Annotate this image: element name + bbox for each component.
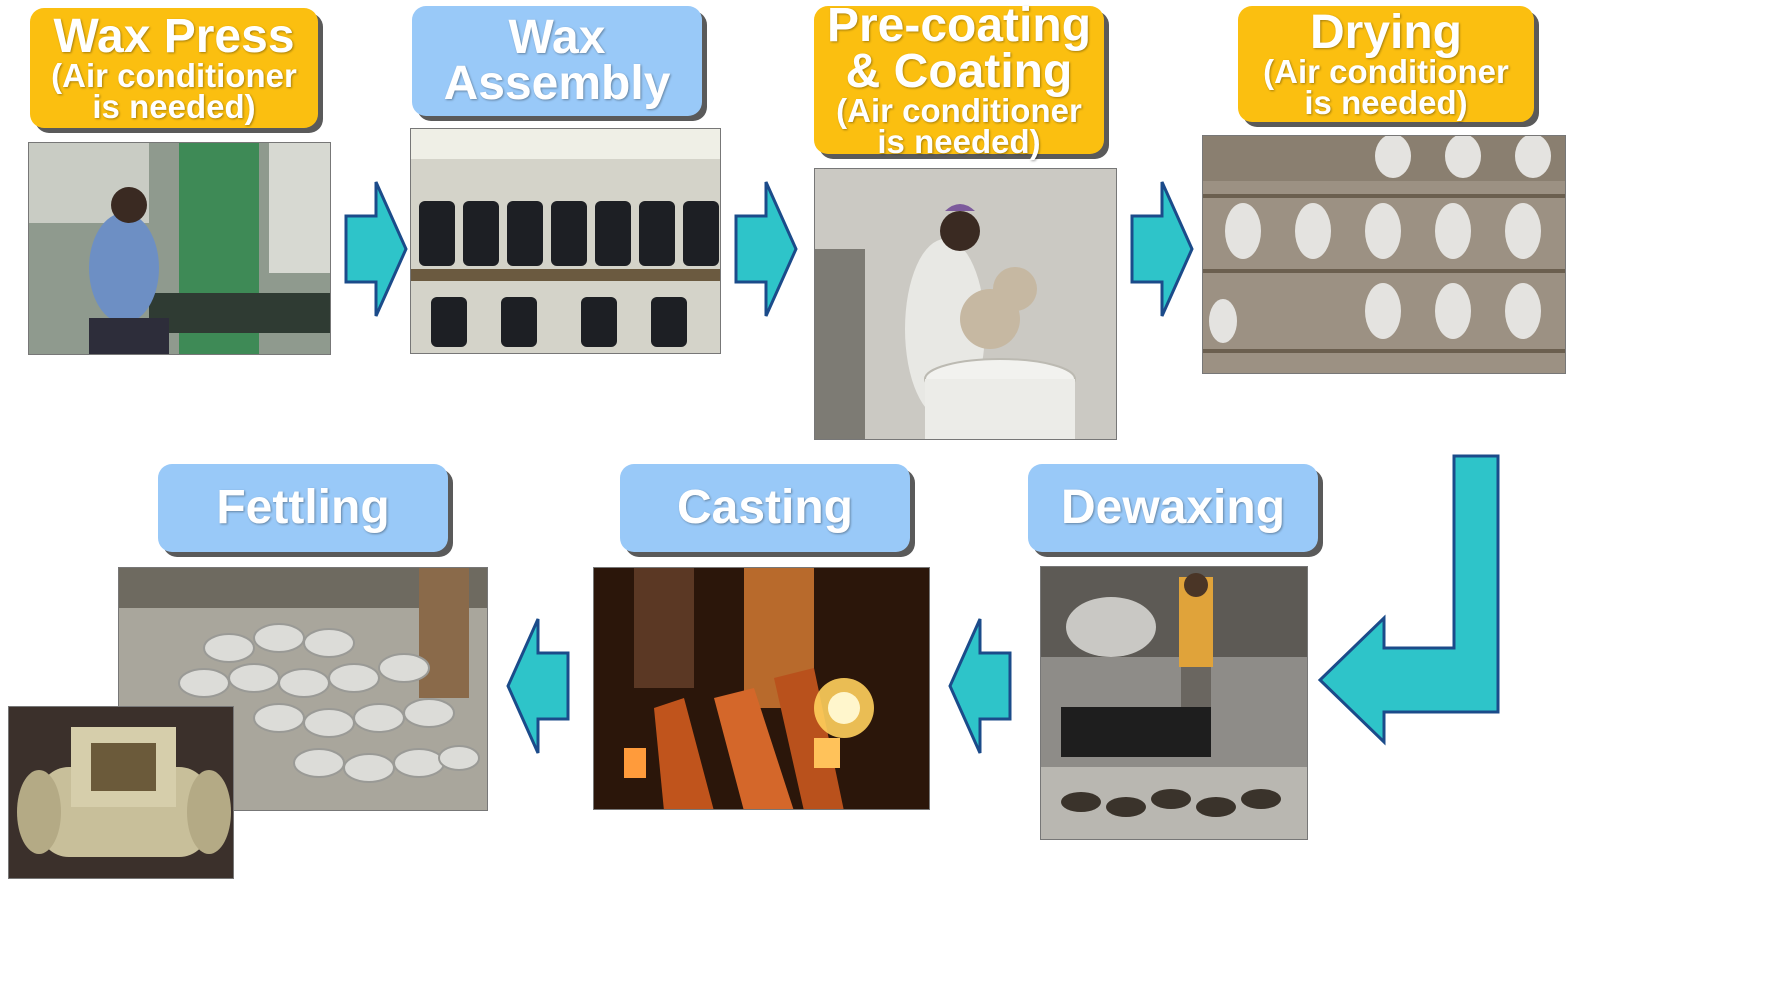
wax-press-photo [28, 142, 331, 355]
step-title: & Coating [845, 45, 1073, 98]
arrow-down-left-icon [1317, 454, 1500, 746]
step-label-precoating: Pre-coating & Coating (Air conditioner i… [814, 0, 1104, 160]
step-title: Casting [676, 481, 853, 534]
arrow-right-icon [1130, 181, 1194, 317]
step-label-fettling: Fettling [158, 464, 448, 552]
step-label-casting: Casting [620, 464, 910, 552]
step-title: Wax Press [53, 10, 295, 63]
step-label-wax-assembly: Wax Assembly [412, 6, 702, 116]
dewaxing-photo [1040, 566, 1308, 840]
wax-assembly-photo [410, 128, 721, 354]
arrow-left-icon [948, 618, 1012, 754]
step-title: Wax [508, 11, 606, 64]
arrow-right-icon [734, 181, 798, 317]
step-title: Drying [1309, 6, 1462, 59]
arrow-right-icon [344, 181, 408, 317]
step-title: Fettling [216, 481, 390, 534]
fettling-photo [118, 567, 488, 811]
step-note: (Air conditioner [51, 57, 297, 94]
step-note: (Air conditioner [836, 92, 1082, 129]
step-title: Assembly [443, 57, 671, 110]
step-note: is needed) [1304, 84, 1468, 121]
step-label-drying: Drying (Air conditioner is needed) [1238, 6, 1534, 122]
step-label-dewaxing: Dewaxing [1028, 464, 1318, 552]
step-note: is needed) [877, 123, 1041, 160]
step-title: Dewaxing [1060, 481, 1286, 534]
finished-valve-photo [8, 706, 234, 879]
step-label-wax-press: Wax Press (Air conditioner is needed) [30, 8, 318, 128]
step-note: is needed) [92, 88, 256, 125]
step-title: Pre-coating [826, 0, 1092, 52]
drying-photo [1202, 135, 1566, 374]
step-note: (Air conditioner [1263, 53, 1509, 90]
casting-photo [593, 567, 930, 810]
precoating-photo [814, 168, 1117, 440]
arrow-left-icon [506, 618, 570, 754]
